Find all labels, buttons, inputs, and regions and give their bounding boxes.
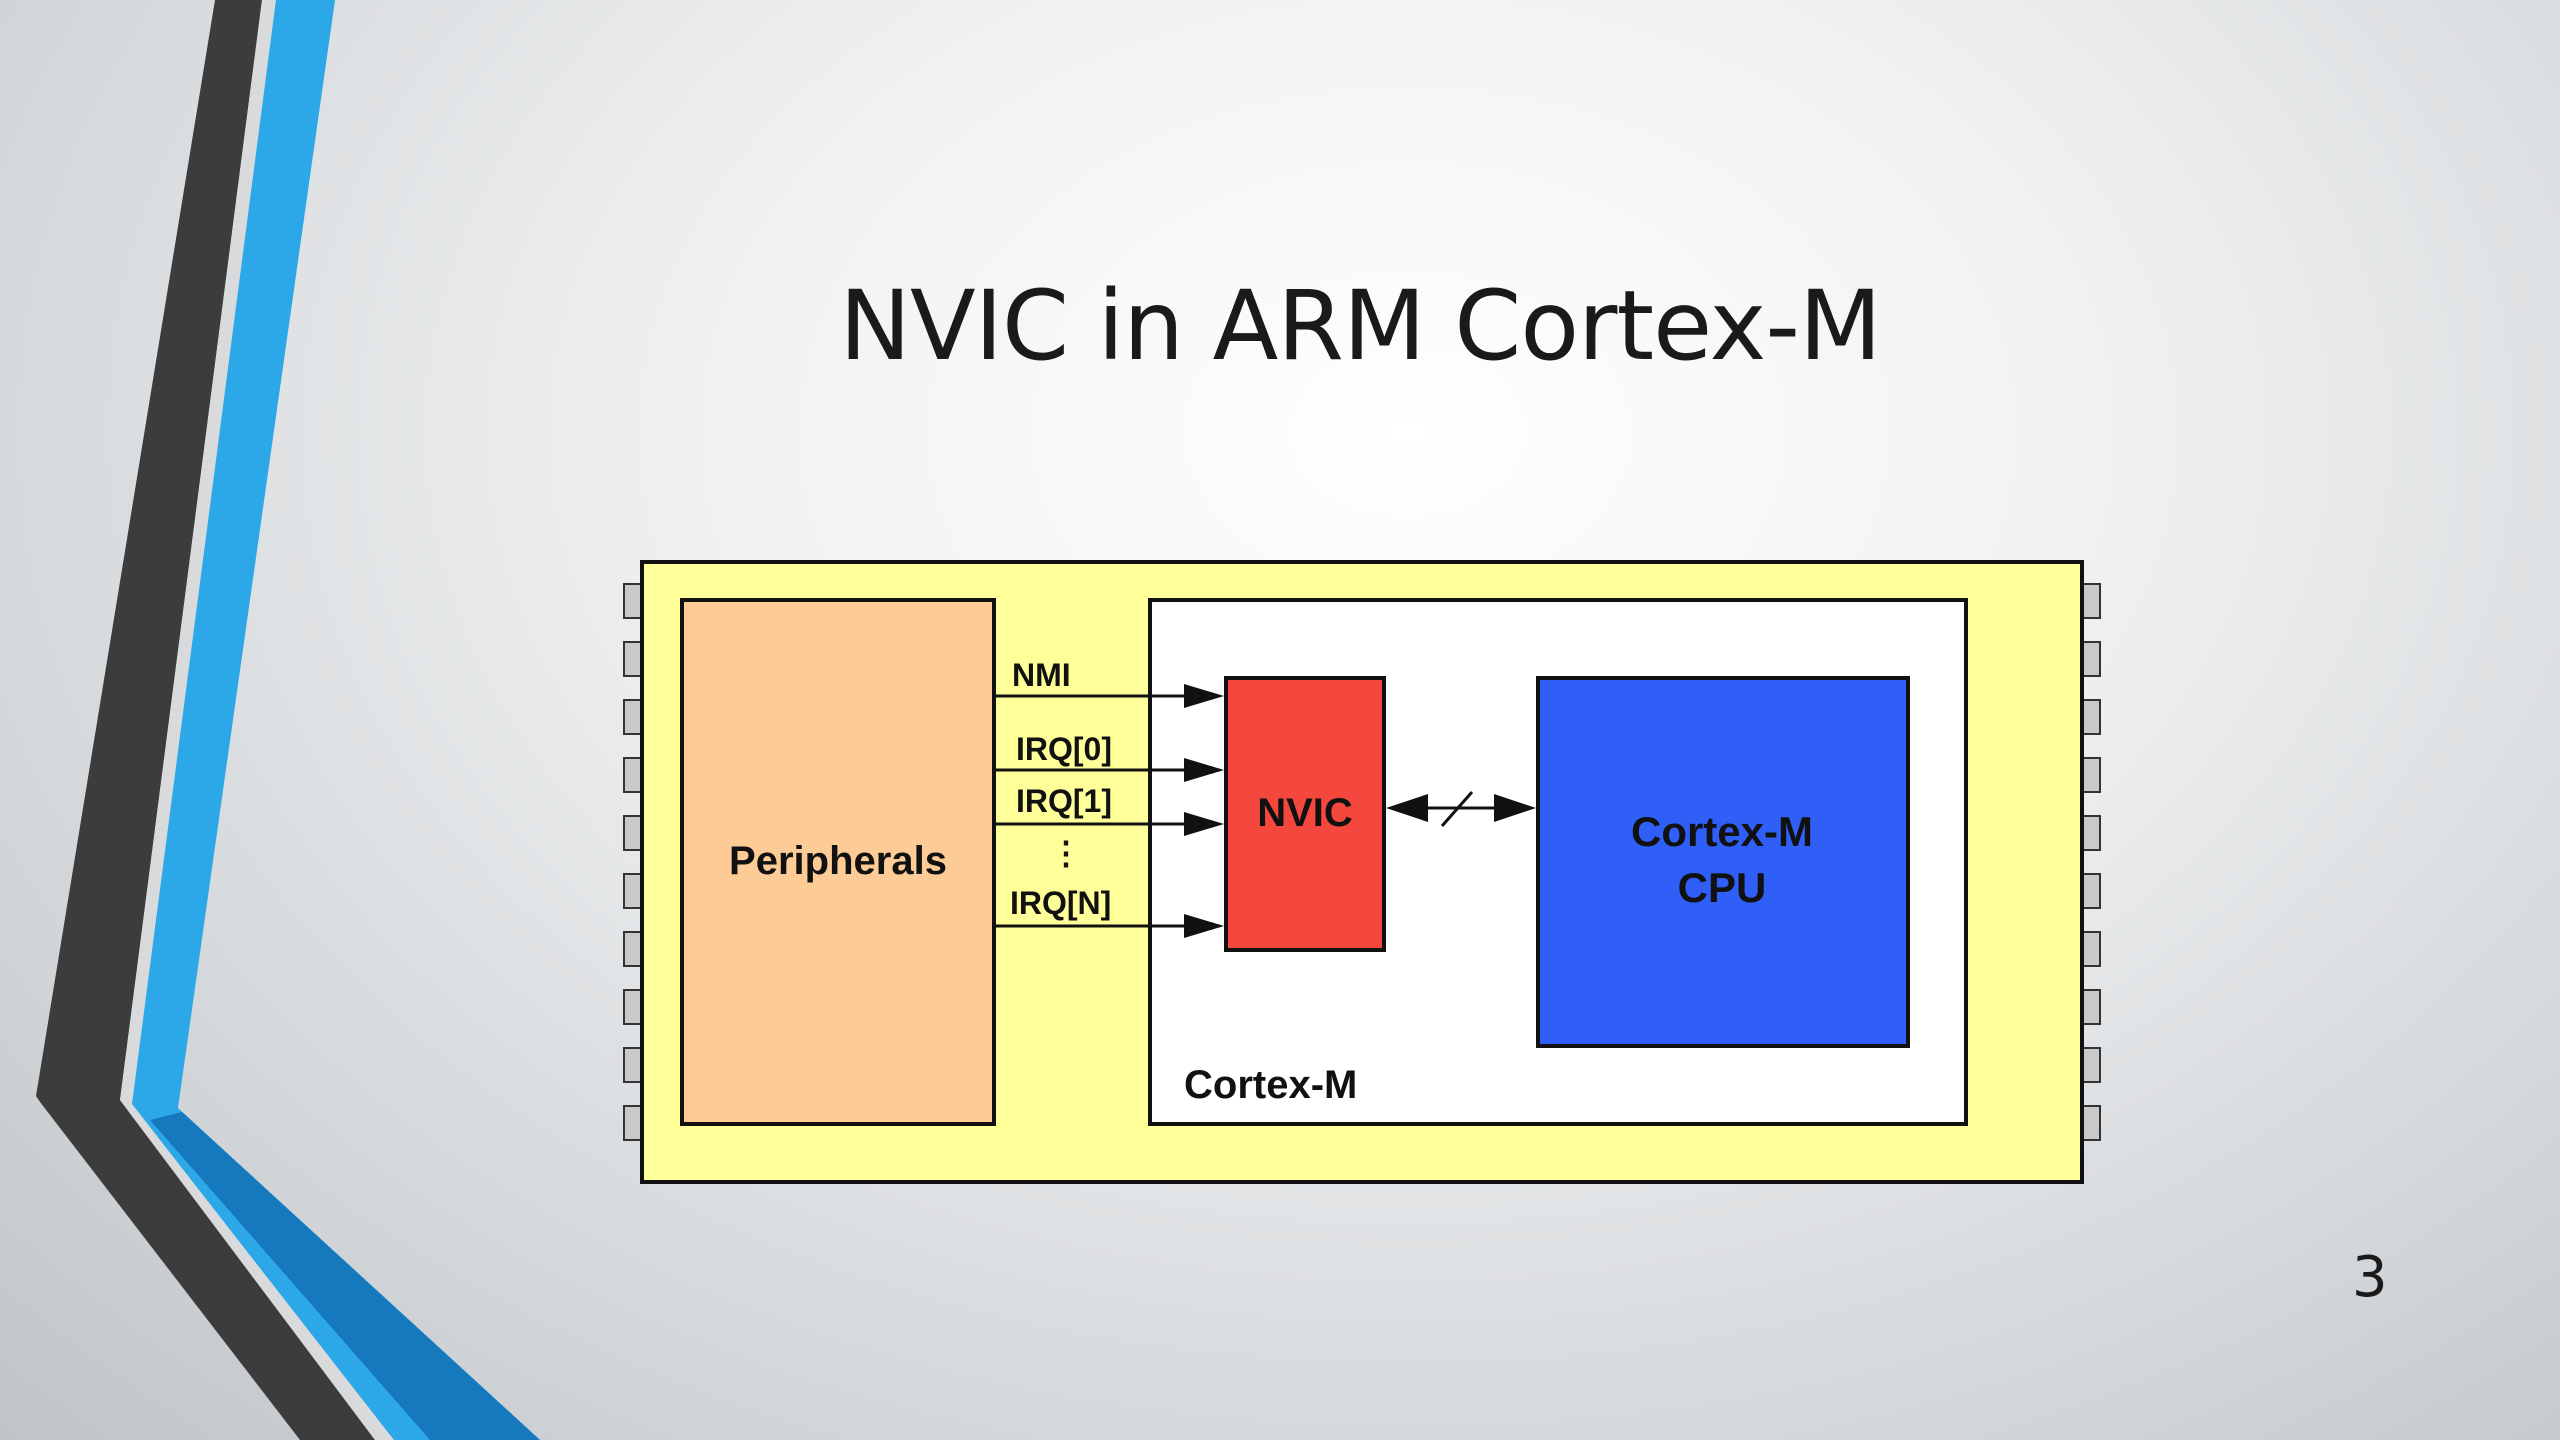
cpu-label-line1: Cortex-M — [1631, 808, 1813, 855]
interrupt-arrowheads — [1184, 684, 1224, 938]
core-label: Cortex-M — [1184, 1063, 1357, 1107]
signal-label-irq0: IRQ[0] — [1016, 731, 1112, 767]
blue-stripe — [132, 0, 540, 1440]
interrupt-lines — [994, 692, 1221, 930]
signal-label-irqn: IRQ[N] — [1010, 885, 1111, 921]
signal-ellipsis: ⋮ — [1050, 835, 1082, 871]
cpu-label-line2: CPU — [1678, 864, 1767, 911]
nvic-block — [1224, 676, 1386, 952]
nvic-diagram: Peripherals Cortex-M NVIC Cortex-M CPU N… — [623, 560, 2101, 1184]
cpu-block — [1536, 676, 1910, 1048]
slide-title: NVIC in ARM Cortex-M — [839, 270, 1882, 382]
dark-stripe — [36, 0, 375, 1440]
chip-pins-right — [2081, 583, 2101, 1141]
peripherals-block — [680, 598, 996, 1126]
signal-label-irq1: IRQ[1] — [1016, 783, 1112, 819]
page-number: 3 — [2352, 1245, 2388, 1310]
bus-width-slash — [1440, 791, 1474, 827]
nvic-label: NVIC — [1257, 791, 1353, 835]
nvic-cpu-bus — [1386, 791, 1536, 827]
signal-label-nmi: NMI — [1012, 657, 1071, 693]
light-stripe — [120, 0, 394, 1440]
peripherals-label: Peripherals — [729, 839, 947, 883]
blue-stripe-lower — [150, 1112, 540, 1440]
chip-pins-left — [623, 583, 643, 1141]
